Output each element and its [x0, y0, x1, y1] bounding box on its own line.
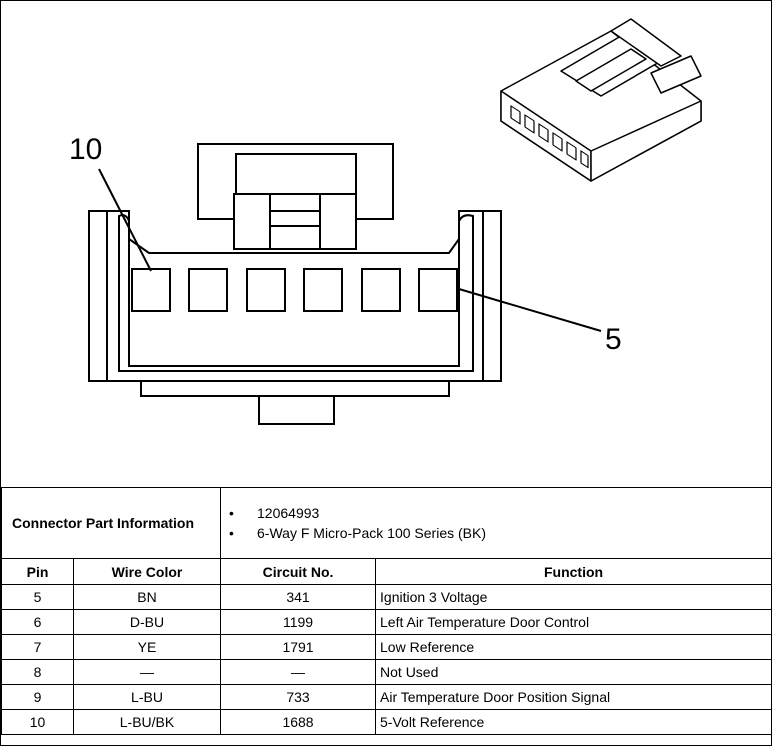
header-pin: Pin [1, 558, 74, 585]
connector-face-view [88, 143, 502, 425]
pin-cell: 7 [1, 634, 74, 660]
wire-color-cell: L-BU/BK [72, 709, 222, 735]
table-row: 6 D-BU 1199 Left Air Temperature Door Co… [1, 609, 772, 635]
table-row: 9 L-BU 733 Air Temperature Door Position… [1, 684, 772, 710]
circuit-cell: 341 [220, 584, 377, 610]
circuit-cell: 733 [220, 684, 377, 710]
pin-cell: 8 [1, 659, 74, 685]
callout-pin-5: 5 [605, 323, 622, 356]
circuit-cell: 1791 [220, 634, 377, 660]
wire-color-cell: — [72, 659, 222, 685]
wire-color-cell: D-BU [72, 609, 222, 635]
table-row: 7 YE 1791 Low Reference [1, 634, 772, 660]
function-cell: Air Temperature Door Position Signal [375, 684, 772, 710]
circuit-cell: 1688 [220, 709, 377, 735]
header-wire-color: Wire Color [72, 558, 222, 585]
wire-color-cell: L-BU [72, 684, 222, 710]
circuit-cell: 1199 [220, 609, 377, 635]
function-cell: 5-Volt Reference [375, 709, 772, 735]
table-row: 8 — — Not Used [1, 659, 772, 685]
connector-table: Connector Part Information 12064993 6-Wa… [0, 487, 772, 735]
wire-color-cell: YE [72, 634, 222, 660]
connector-info-label: Connector Part Information [0, 487, 222, 559]
header-circuit-no: Circuit No. [220, 558, 377, 585]
connector-info-values: 12064993 6-Way F Micro-Pack 100 Series (… [220, 487, 772, 559]
callout-lines [98, 168, 602, 332]
connector-diagram: 10 5 [69, 18, 702, 425]
pin-cell: 6 [1, 609, 74, 635]
function-cell: Not Used [375, 659, 772, 685]
table-header-row: Pin Wire Color Circuit No. Function [1, 558, 772, 585]
function-cell: Low Reference [375, 634, 772, 660]
connector-isometric-view [500, 18, 702, 182]
circuit-cell: — [220, 659, 377, 685]
pin-cell: 9 [1, 684, 74, 710]
connector-info-row: Connector Part Information 12064993 6-Wa… [0, 487, 772, 559]
function-cell: Left Air Temperature Door Control [375, 609, 772, 635]
connector-description: 6-Way F Micro-Pack 100 Series (BK) [229, 523, 767, 543]
callout-pin-10: 10 [69, 133, 102, 166]
table-row: 10 L-BU/BK 1688 5-Volt Reference [1, 709, 772, 735]
function-cell: Ignition 3 Voltage [375, 584, 772, 610]
header-function: Function [375, 558, 772, 585]
table-row: 5 BN 341 Ignition 3 Voltage [1, 584, 772, 610]
connector-part-number: 12064993 [229, 503, 767, 523]
wire-color-cell: BN [72, 584, 222, 610]
pin-cell: 10 [1, 709, 74, 735]
pin-cell: 5 [1, 584, 74, 610]
